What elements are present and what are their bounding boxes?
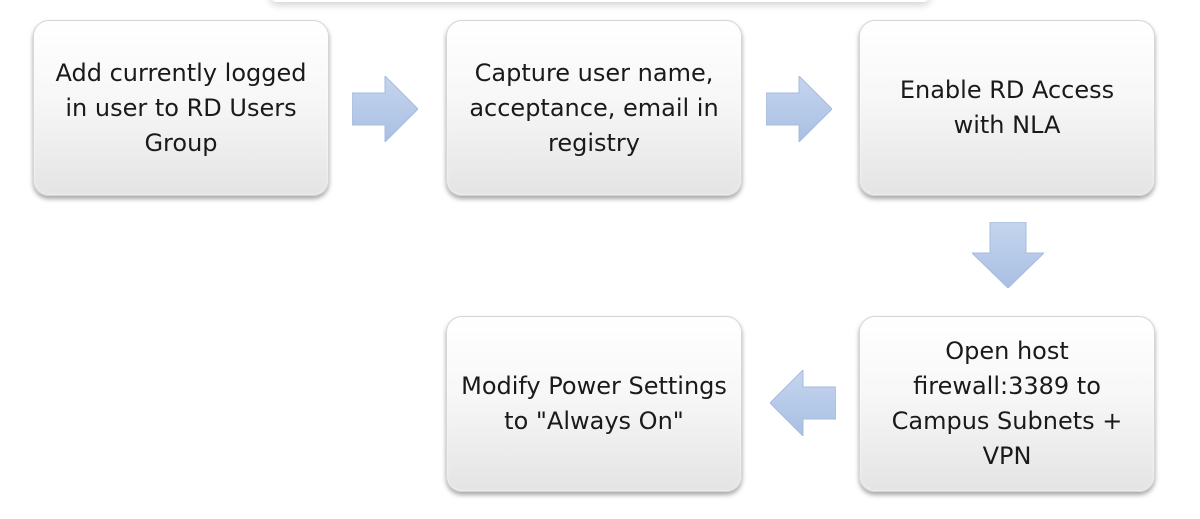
step-capture-user-info: Capture user name, acceptance, email in … [446, 20, 742, 196]
step-modify-power-settings: Modify Power Settings to "Always On" [446, 316, 742, 492]
left-arrow-icon [770, 370, 836, 436]
step-label: Add currently logged in user to RD Users… [55, 58, 307, 157]
step-label: Enable RD Access with NLA [899, 76, 1115, 139]
step-label: Capture user name, acceptance, email in … [469, 58, 719, 157]
step-open-firewall: Open host firewall:3389 to Campus Subnet… [859, 316, 1155, 492]
step-label: Modify Power Settings to "Always On" [461, 372, 727, 435]
down-arrow-icon [972, 222, 1044, 288]
step-label: Open host firewall:3389 to Campus Subnet… [891, 337, 1123, 470]
top-edge-shadow [270, 0, 930, 2]
right-arrow-icon [352, 76, 418, 142]
step-enable-rd-access: Enable RD Access with NLA [859, 20, 1155, 196]
step-add-user-to-rd-group: Add currently logged in user to RD Users… [33, 20, 329, 196]
right-arrow-icon [766, 76, 832, 142]
